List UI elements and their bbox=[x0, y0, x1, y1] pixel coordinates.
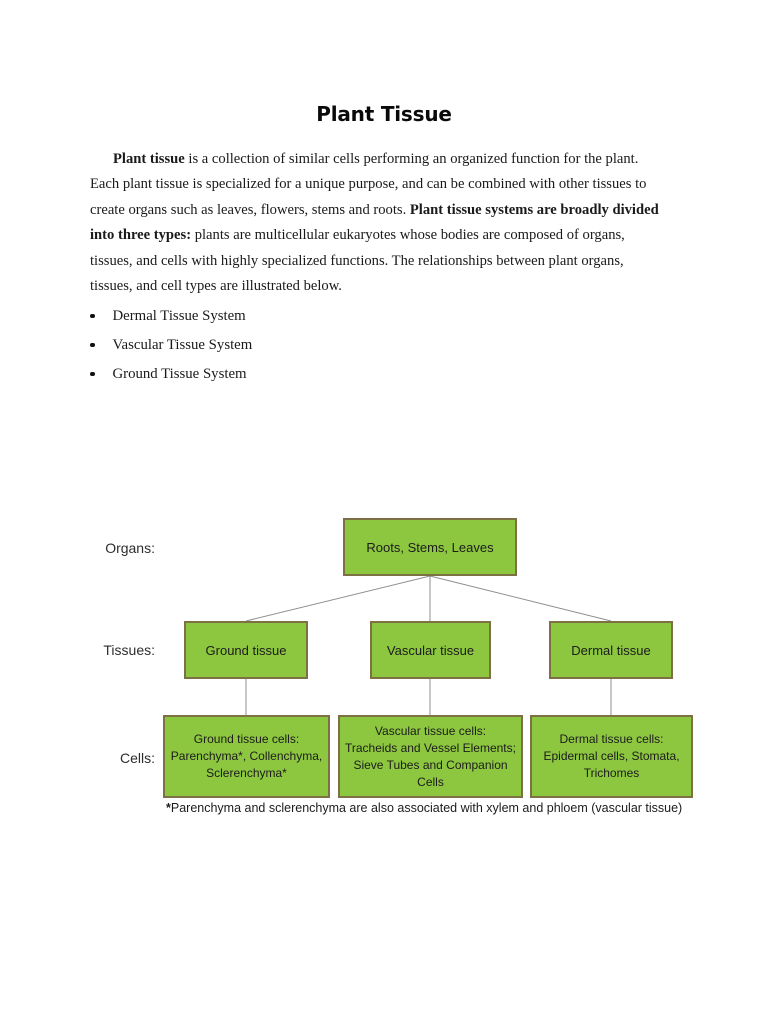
row-label-organs: Organs: bbox=[105, 540, 155, 556]
bold-text: Plant tissue bbox=[113, 151, 185, 167]
row-label-tissues: Tissues: bbox=[103, 642, 155, 658]
cells-box-line: Tracheids and Vessel Elements; bbox=[345, 740, 516, 755]
bold-text: Plant tissue systems are broadly divided bbox=[409, 201, 659, 218]
body-text: is a collection of similar cells perform… bbox=[184, 151, 639, 167]
cells-box-vascular: Vascular tissue cells: Tracheids and Ves… bbox=[338, 715, 523, 798]
cells-box-line: Parenchyma*, Collenchyma, bbox=[170, 749, 323, 763]
paragraph-line: create organs such as leaves, flowers, s… bbox=[90, 198, 690, 223]
cells-box-line: Vascular tissue cells: bbox=[374, 723, 487, 738]
list-item-label: Vascular Tissue System bbox=[112, 336, 253, 353]
page-title: Plant Tissue bbox=[316, 102, 452, 126]
paragraph-line: Plant tissue is a collection of similar … bbox=[90, 147, 690, 172]
paragraph-line: into three types: plants are multicellul… bbox=[90, 223, 690, 248]
cells-box-line: Trichomes bbox=[583, 766, 640, 780]
bullet-icon bbox=[90, 371, 95, 377]
cells-box-line: Dermal tissue cells: bbox=[559, 732, 664, 746]
paragraph-line: tissues, and cells with highly specializ… bbox=[90, 249, 690, 274]
organ-box: Roots, Stems, Leaves bbox=[343, 518, 517, 576]
bold-text: into three types: bbox=[90, 227, 192, 244]
cells-box-line: Sclerenchyma* bbox=[206, 766, 287, 780]
tissue-box-dermal: Dermal tissue bbox=[549, 621, 673, 679]
body-text: create organs such as leaves, flowers, s… bbox=[90, 201, 410, 218]
paragraph-line: tissues, and cell types are illustrated … bbox=[90, 274, 690, 299]
row-label-cells: Cells: bbox=[119, 750, 155, 766]
body-text: tissues, and cells with highly specializ… bbox=[90, 252, 624, 269]
cells-box-line: Epidermal cells, Stomata, bbox=[543, 749, 680, 763]
diagram-footnote: *Parenchyma and sclerenchyma are also as… bbox=[166, 801, 682, 815]
tissue-box-vascular: Vascular tissue bbox=[370, 621, 491, 679]
cells-box-dermal: Dermal tissue cells: Epidermal cells, St… bbox=[530, 715, 693, 798]
paragraph-line: Each plant tissue is specialized for a u… bbox=[90, 172, 690, 197]
body-text: tissues, and cell types are illustrated … bbox=[90, 278, 342, 295]
body-text: Each plant tissue is specialized for a u… bbox=[90, 176, 647, 193]
bullet-icon bbox=[90, 342, 95, 348]
list-item-label: Dermal Tissue System bbox=[112, 307, 246, 324]
list-item: Vascular Tissue System bbox=[90, 337, 252, 353]
intro-paragraph: Plant tissue is a collection of similar … bbox=[90, 147, 690, 299]
cells-box-line: Sieve Tubes and Companion Cells bbox=[353, 757, 508, 789]
list-item: Dermal Tissue System bbox=[90, 308, 252, 324]
tissue-box-ground: Ground tissue bbox=[184, 621, 308, 679]
cells-box-ground: Ground tissue cells: Parenchyma*, Collen… bbox=[163, 715, 330, 798]
list-item-label: Ground Tissue System bbox=[112, 365, 247, 382]
footnote-text: Parenchyma and sclerenchyma are also ass… bbox=[170, 801, 683, 815]
cells-box-line: Ground tissue cells: bbox=[193, 732, 300, 746]
bullet-icon bbox=[90, 313, 95, 319]
body-text: plants are multicellular eukaryotes whos… bbox=[191, 227, 625, 244]
tissue-system-list: Dermal Tissue System Vascular Tissue Sys… bbox=[90, 308, 252, 395]
footnote-asterisk: * bbox=[166, 801, 171, 815]
list-item: Ground Tissue System bbox=[90, 366, 252, 382]
